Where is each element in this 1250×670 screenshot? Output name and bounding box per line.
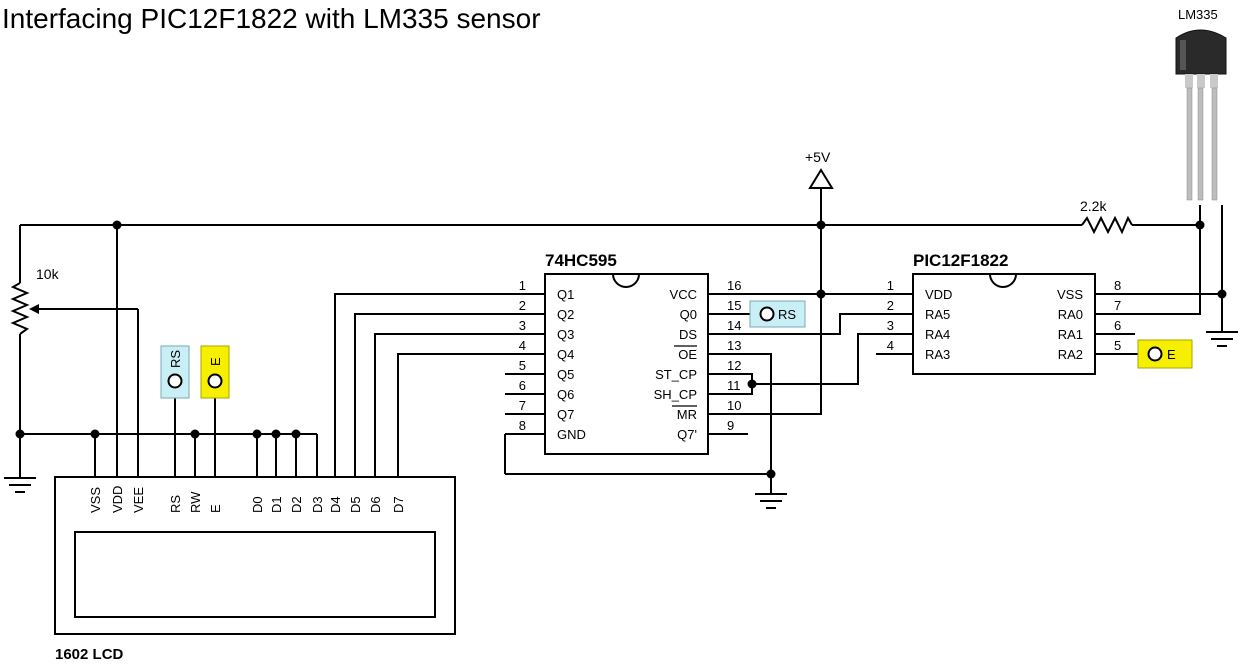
resistor-label: 2.2k: [1080, 198, 1107, 214]
sr-pin-number: 1: [519, 278, 526, 293]
lcd-module: [54, 476, 456, 635]
mcu-pin-name: RA5: [925, 307, 950, 322]
lcd-pin-label: D3: [310, 496, 325, 513]
sr-pin-number: 2: [519, 298, 526, 313]
sensor-label: LM335: [1178, 7, 1218, 22]
mcu-pin-number: 7: [1114, 298, 1121, 313]
shift-register-chip: [544, 273, 709, 455]
e-net-tag-left: E: [200, 345, 230, 399]
junction-dots: [15, 220, 1227, 479]
potentiometer-10k: [10, 282, 30, 335]
supply-arrow: [808, 168, 834, 192]
rs-net-tag-right: RS: [749, 300, 806, 328]
sr-pin-name: Q7': [677, 427, 697, 442]
mcu-pin-name: VDD: [925, 287, 952, 302]
supply-label: +5V: [805, 149, 831, 165]
sr-pin-number: 4: [519, 338, 526, 353]
lcd-name: 1602 LCD: [55, 646, 124, 663]
sr-pin-number: 11: [727, 378, 741, 393]
ground-symbol-pot: [4, 470, 36, 493]
mcu-left-pins: 1 2 3 4 VDD RA5 RA4 RA3: [887, 278, 953, 362]
lcd-pin-label: VDD: [110, 486, 125, 513]
sr-pin-number: 3: [519, 318, 526, 333]
sr-pin-name: OE: [678, 347, 697, 362]
sr-pin-name: ST_CP: [655, 367, 697, 382]
lcd-pin-label: D2: [289, 496, 304, 513]
sr-pin-number: 15: [727, 298, 741, 313]
ground-symbol-shift-register: [755, 486, 787, 509]
mcu-name: PIC12F1822: [913, 251, 1008, 270]
e-net-tag-right: E: [1137, 339, 1193, 369]
mcu-right-pins: 8 7 6 5 VSS RA0 RA1 RA2: [1057, 278, 1121, 362]
sr-pin-name: Q4: [557, 347, 574, 362]
sr-pin-number: 5: [519, 358, 526, 373]
lcd-pin-label: D0: [250, 496, 265, 513]
lm335-sensor: [1175, 29, 1227, 201]
shift-register-right-pins: 16 15 14 13 12 11 10 9 VCC Q0 DS OE ST_C…: [654, 278, 742, 442]
lcd-pin-label: VSS: [88, 487, 103, 513]
sr-pin-number: 10: [727, 398, 741, 413]
mcu-pin-name: RA2: [1058, 347, 1083, 362]
sr-pin-number: 13: [727, 338, 741, 353]
lcd-pin-label: D1: [269, 496, 284, 513]
mcu-pin-name: VSS: [1057, 287, 1083, 302]
mcu-pin-name: RA0: [1058, 307, 1083, 322]
e-tag-label-vertical: E: [208, 357, 223, 366]
mcu-pin-name: RA4: [925, 327, 950, 342]
resistor-2k2: [1081, 215, 1133, 235]
lcd-pin-label: D4: [328, 496, 343, 513]
mcu-pin-name: RA1: [1058, 327, 1083, 342]
mcu-chip: [912, 273, 1096, 375]
shift-register-left-pins: 1 2 3 4 5 6 7 8 Q1 Q2 Q3 Q4 Q5 Q6 Q7 GND: [519, 278, 586, 442]
sr-pin-number: 7: [519, 398, 526, 413]
lcd-pin-label: VEE: [131, 487, 146, 513]
mcu-pin-number: 1: [887, 278, 894, 293]
pot-wiper-arrow: [29, 304, 39, 314]
mcu-pin-number: 5: [1114, 338, 1121, 353]
rs-net-tag-left: RS: [160, 345, 190, 399]
lcd-screen: [74, 531, 436, 618]
ground-symbol-sensor: [1206, 331, 1238, 347]
shift-register-name: 74HC595: [545, 251, 617, 270]
rs-tag-label-vertical: RS: [168, 350, 183, 368]
sr-pin-number: 16: [727, 278, 741, 293]
sr-pin-name: MR: [677, 407, 697, 422]
mcu-pin-number: 3: [887, 318, 894, 333]
e-tag-label: E: [1167, 347, 1176, 362]
lcd-pin-label: RW: [188, 491, 203, 513]
rs-tag-label: RS: [778, 307, 796, 322]
lcd-pin-label: D6: [368, 496, 383, 513]
page-title: Interfacing PIC12F1822 with LM335 sensor: [2, 3, 541, 34]
mcu-pin-number: 4: [887, 338, 894, 353]
mcu-pin-number: 6: [1114, 318, 1121, 333]
sr-pin-number: 8: [519, 418, 526, 433]
sr-pin-number: 14: [727, 318, 741, 333]
lcd-pin-label: D5: [348, 496, 363, 513]
lcd-pin-label: D7: [391, 496, 406, 513]
sr-pin-name: GND: [557, 427, 586, 442]
lcd-pin-label: E: [208, 504, 223, 513]
sr-pin-name: SH_CP: [654, 387, 697, 402]
sr-pin-number: 6: [519, 378, 526, 393]
mcu-pin-number: 8: [1114, 278, 1121, 293]
sr-pin-name: DS: [679, 327, 697, 342]
sr-pin-name: Q1: [557, 287, 574, 302]
sr-pin-name: Q2: [557, 307, 574, 322]
sr-pin-name: Q7: [557, 407, 574, 422]
pot-label: 10k: [36, 266, 60, 282]
sr-pin-name: VCC: [670, 287, 697, 302]
lcd-pin-label: RS: [168, 495, 183, 513]
sr-pin-name: Q5: [557, 367, 574, 382]
sr-pin-number: 12: [727, 358, 741, 373]
mcu-pin-name: RA3: [925, 347, 950, 362]
sr-pin-name: Q3: [557, 327, 574, 342]
mcu-pin-number: 2: [887, 298, 894, 313]
sr-pin-number: 9: [727, 418, 734, 433]
sr-pin-name: Q6: [557, 387, 574, 402]
sr-pin-name: Q0: [680, 307, 697, 322]
lcd-pin-labels: VSS VDD VEE RS RW E D0 D1 D2 D3 D4 D5 D6…: [88, 486, 406, 513]
